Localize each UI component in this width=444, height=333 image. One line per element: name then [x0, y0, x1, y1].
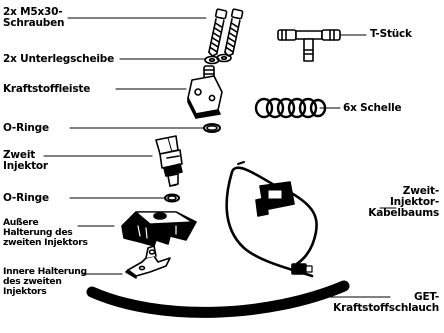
label-orings-bottom: O-Ringe	[3, 192, 49, 204]
label-inner-line1: Innere Halterung	[3, 266, 87, 277]
harness-illustration	[225, 161, 318, 278]
label-harness-line2: Injektor-	[389, 196, 439, 208]
label-orings-top: O-Ringe	[3, 122, 49, 134]
label-outer-line3: zweiten Injektors	[3, 237, 88, 248]
label-screws: 2x M5x30- Schrauben	[3, 6, 65, 29]
hose-illustration	[86, 280, 350, 318]
label-hose-line1: GET-	[414, 291, 439, 303]
label-tee: T-Stück	[370, 28, 412, 40]
label-harness-line1: Zweit-	[402, 185, 439, 197]
label-hose: GET- Kraftstoffschlauch	[333, 292, 439, 314]
label-fuel-rail: Kraftstoffleiste	[3, 83, 91, 95]
label-inner-line2: des zweiten	[3, 276, 62, 287]
label-outer-line1: Außere	[3, 217, 39, 228]
label-injector: Zweit Injektor	[3, 150, 48, 172]
inner-bracket-illustration	[125, 245, 171, 279]
label-screws-line2: Schrauben	[3, 17, 65, 29]
label-injector-line2: Injektor	[3, 160, 48, 172]
clamps-illustration	[254, 97, 327, 119]
fuel-rail-illustration	[187, 65, 223, 119]
tee-fitting-illustration	[277, 29, 341, 62]
label-inner-bracket: Innere Halterung des zweiten Injektors	[3, 267, 87, 297]
oring-top-illustration	[203, 123, 221, 133]
outer-bracket-illustration	[121, 211, 197, 247]
label-harness-line3: Kabelbaums	[368, 207, 439, 219]
label-outer-bracket: Außere Halterung des zweiten Injektors	[3, 218, 88, 248]
label-hose-line2: Kraftstoffschlauch	[333, 302, 439, 314]
label-outer-line2: Halterung des	[3, 227, 73, 238]
label-injector-line1: Zweit	[3, 149, 36, 161]
injector-illustration	[155, 135, 183, 187]
label-washers: 2x Unterlegscheibe	[3, 53, 114, 65]
label-screws-line1: 2x M5x30-	[3, 6, 63, 18]
screws-illustration	[208, 8, 244, 57]
label-harness: Zweit- Injektor- Kabelbaums	[368, 186, 439, 219]
label-clamps: 6x Schelle	[343, 102, 402, 114]
washers-illustration	[204, 53, 232, 65]
oring-bottom-illustration	[164, 193, 180, 203]
label-inner-line3: Injektors	[3, 286, 47, 297]
